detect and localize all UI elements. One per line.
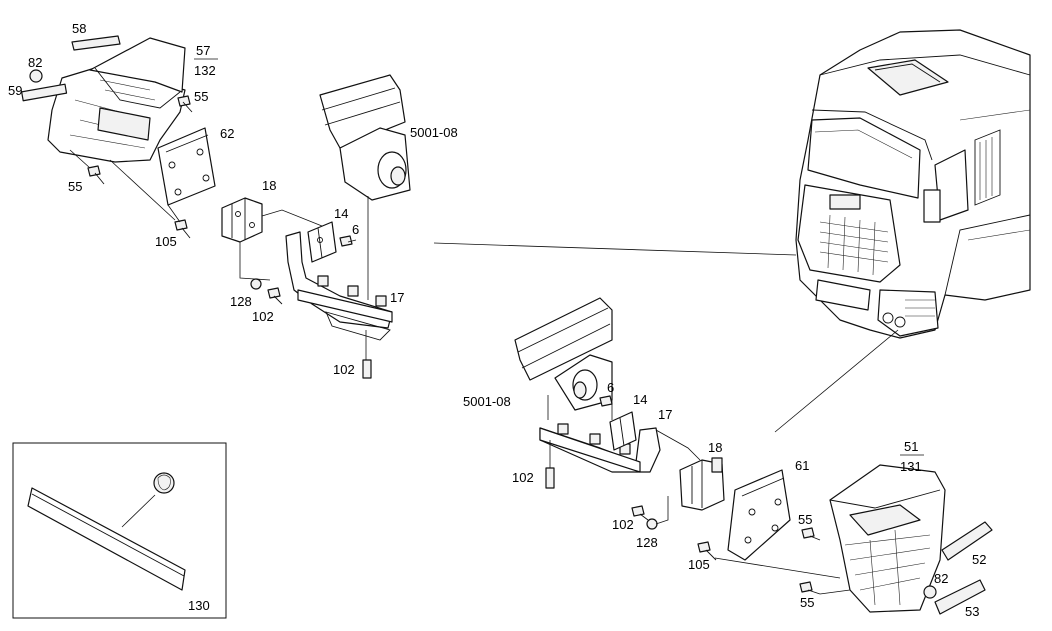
callout-55-a: 55 xyxy=(194,89,208,104)
callout-102-b: 102 xyxy=(333,362,355,377)
callout-51: 51 xyxy=(904,439,918,454)
fasteners-mid-b xyxy=(631,496,717,561)
bracket-61 xyxy=(727,469,791,561)
callout-52: 52 xyxy=(972,552,986,567)
callout-132: 132 xyxy=(194,63,216,78)
bracket-14a xyxy=(307,221,337,263)
callout-14-a: 14 xyxy=(334,206,348,221)
callout-17-b: 17 xyxy=(658,407,672,422)
callout-58: 58 xyxy=(72,21,86,36)
callout-59: 59 xyxy=(8,83,22,98)
callout-128-a: 128 xyxy=(230,294,252,309)
callout-102-a: 102 xyxy=(252,309,274,324)
callout-131: 131 xyxy=(900,459,922,474)
callout-55-c: 55 xyxy=(798,512,812,527)
right-step-assembly xyxy=(714,464,993,615)
callout-6-a: 6 xyxy=(352,222,359,237)
callout-55-b: 55 xyxy=(68,179,82,194)
callout-102-c: 102 xyxy=(512,470,534,485)
tube-17a xyxy=(285,231,393,341)
inset-seal-detail xyxy=(12,442,227,619)
callout-6-b: 6 xyxy=(607,380,614,395)
tube-17b xyxy=(539,423,661,489)
callout-18-b: 18 xyxy=(708,440,722,455)
frame-5001-08-b xyxy=(514,297,613,420)
callout-57: 57 xyxy=(196,43,210,58)
callout-18-a: 18 xyxy=(262,178,276,193)
callout-labels: 58 57 132 82 59 55 62 55 105 18 14 6 500… xyxy=(8,21,986,619)
callout-102-d: 102 xyxy=(612,517,634,532)
callout-105-a: 105 xyxy=(155,234,177,249)
left-step-assembly xyxy=(21,35,186,163)
callout-5001-08-b: 5001-08 xyxy=(463,394,511,409)
callout-128-b: 128 xyxy=(636,535,658,550)
bracket-62 xyxy=(157,127,216,206)
callout-130: 130 xyxy=(188,598,210,613)
frame-5001-08-a xyxy=(319,74,411,300)
fasteners-mid-a xyxy=(239,235,372,379)
callout-82-a: 82 xyxy=(28,55,42,70)
callout-105-b: 105 xyxy=(688,557,710,572)
hinge-bracket-18b xyxy=(679,457,725,511)
callout-17-a: 17 xyxy=(390,290,404,305)
callout-62: 62 xyxy=(220,126,234,141)
callout-55-d: 55 xyxy=(800,595,814,610)
callout-82-b: 82 xyxy=(934,571,948,586)
callout-14-b: 14 xyxy=(633,392,647,407)
callout-61: 61 xyxy=(795,458,809,473)
leader-cab-right xyxy=(774,329,899,433)
fasteners-left xyxy=(29,69,193,239)
callout-53: 53 xyxy=(965,604,979,619)
callout-5001-08-a: 5001-08 xyxy=(410,125,458,140)
bracket-14b xyxy=(599,395,637,451)
hinge-bracket-18a xyxy=(221,197,263,243)
leader-cab-left xyxy=(433,242,797,256)
truck-cab xyxy=(795,29,1031,339)
